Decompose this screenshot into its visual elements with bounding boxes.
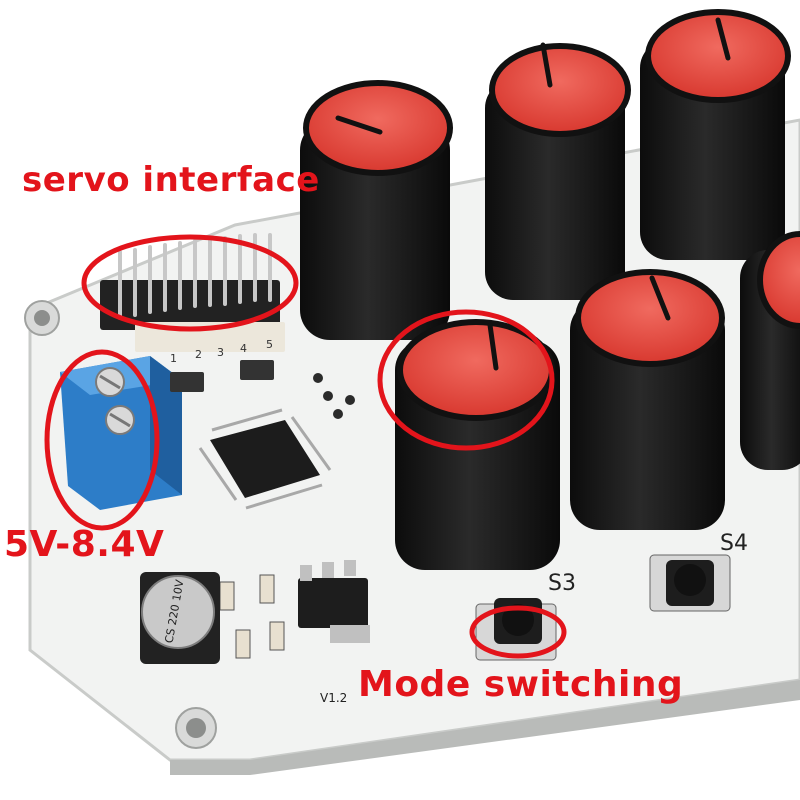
mounting-hole-bottom bbox=[175, 707, 217, 749]
knob-5[interactable] bbox=[570, 269, 725, 530]
knob-2[interactable] bbox=[485, 42, 631, 300]
knob-3[interactable] bbox=[640, 9, 791, 260]
annotation-highlights bbox=[44, 234, 567, 659]
pin-number-1: 1 bbox=[170, 352, 177, 365]
knob-highlight bbox=[377, 309, 555, 451]
pin-number-4: 4 bbox=[240, 342, 247, 355]
mounting-hole-top bbox=[24, 300, 60, 336]
tactile-switch-s4[interactable] bbox=[649, 554, 731, 612]
screw-terminal bbox=[60, 356, 182, 510]
knob-4[interactable] bbox=[395, 319, 560, 570]
knob-1[interactable] bbox=[300, 80, 453, 340]
vias bbox=[313, 373, 355, 419]
version-label: V1.2 bbox=[320, 691, 347, 705]
capacitor: CS 220 10V bbox=[140, 572, 220, 664]
s3-label: S3 bbox=[548, 571, 576, 596]
smd-components bbox=[170, 360, 285, 659]
servo-interface-label: servo interface bbox=[22, 160, 320, 200]
mode-switch-highlight bbox=[469, 605, 567, 659]
pin-numbers: 1 2 3 4 5 bbox=[170, 338, 273, 365]
pin-number-5: 5 bbox=[266, 338, 273, 351]
mode-switching-label: Mode switching bbox=[358, 664, 684, 705]
servo-interface-highlight bbox=[81, 234, 299, 332]
pin-number-2: 2 bbox=[195, 348, 202, 361]
pin-number-3: 3 bbox=[217, 346, 224, 359]
pcb-edge bbox=[170, 680, 800, 775]
header-pins bbox=[100, 233, 285, 352]
power-terminal-highlight bbox=[44, 349, 160, 531]
s4-label: S4 bbox=[720, 531, 748, 556]
mcu-chip bbox=[198, 408, 332, 510]
voltage-label: 5V-8.4V bbox=[4, 524, 165, 565]
voltage-regulator bbox=[298, 560, 370, 643]
knob-6[interactable] bbox=[740, 231, 800, 470]
